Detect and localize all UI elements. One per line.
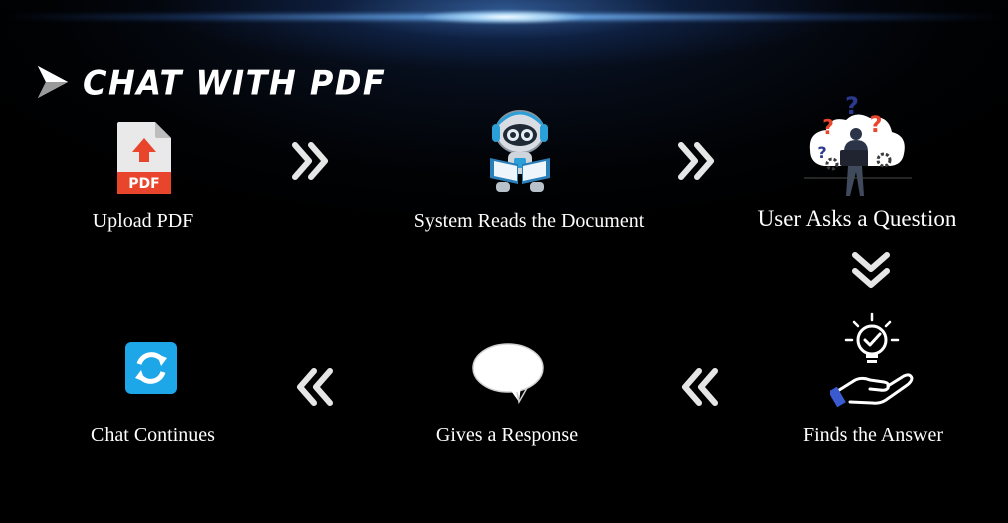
double-chevron-right-icon [678,142,714,180]
step-chat-continues-label: Chat Continues [91,424,215,446]
step-upload-pdf-label: Upload PDF [92,210,194,232]
step-gives-response-label: Gives a Response [435,424,579,446]
step-system-reads-label: System Reads the Document [413,210,645,232]
arrow-pointer-icon [38,66,68,98]
svg-text:?: ? [817,143,826,162]
top-glow-core [424,10,584,24]
user-question-icon: ? ? ? ? [804,92,912,196]
pdf-badge-text: PDF [128,176,159,192]
pdf-file-icon: PDF [117,122,171,194]
page-title: CHAT WITH PDF [83,63,387,104]
svg-text:?: ? [845,92,859,120]
lightbulb-hand-icon [830,312,914,408]
double-chevron-down-icon [852,252,890,288]
double-chevron-left-icon [682,368,718,406]
step-finds-answer-label: Finds the Answer [803,424,943,446]
double-chevron-left-icon [297,368,333,406]
refresh-icon [125,342,177,394]
double-chevron-right-icon [292,142,328,180]
speech-bubble-icon [472,343,544,404]
svg-text:?: ? [870,113,883,138]
robot-reading-icon [490,110,550,192]
step-user-asks-label: User Asks a Question [757,206,957,231]
svg-text:?: ? [822,115,834,139]
